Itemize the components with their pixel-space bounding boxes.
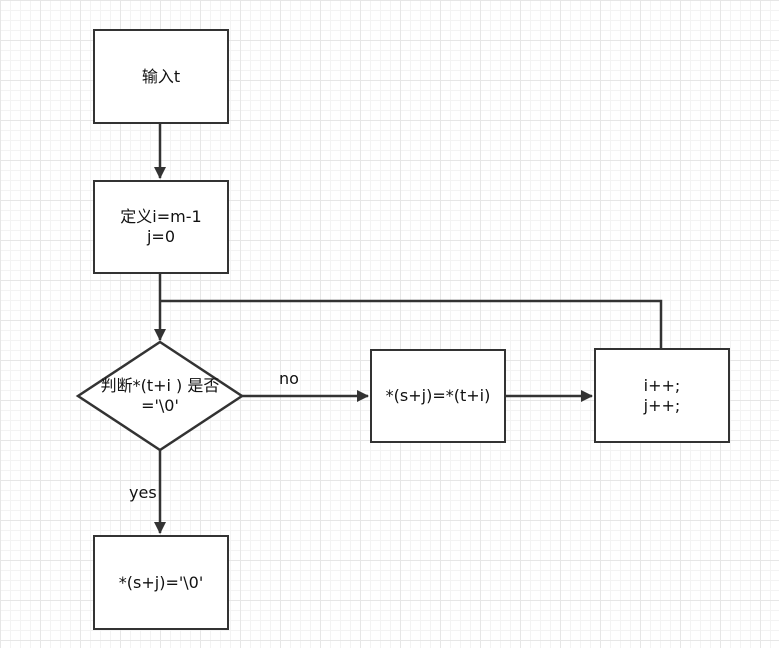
increment-box: i++; j++;	[594, 348, 730, 443]
terminate-box: *(s+j)='\0'	[93, 535, 229, 630]
increment-label: i++; j++;	[643, 375, 681, 415]
decision-diamond	[75, 340, 245, 452]
decision-label: 判断*(t+i ) 是否 ='\0'	[100, 376, 220, 415]
input-t-box: 输入t	[93, 29, 229, 124]
assign-label: *(s+j)=*(t+i)	[385, 386, 491, 405]
edge-label-yes: yes	[129, 483, 157, 502]
assign-box: *(s+j)=*(t+i)	[370, 349, 506, 443]
edge-label-no: no	[279, 369, 299, 388]
terminate-label: *(s+j)='\0'	[118, 572, 204, 592]
input-t-label: 输入t	[141, 66, 181, 86]
loop-back-connector	[160, 299, 663, 348]
define-ij-label: 定义i=m-1 j=0	[120, 207, 202, 246]
define-ij-box: 定义i=m-1 j=0	[93, 180, 229, 274]
